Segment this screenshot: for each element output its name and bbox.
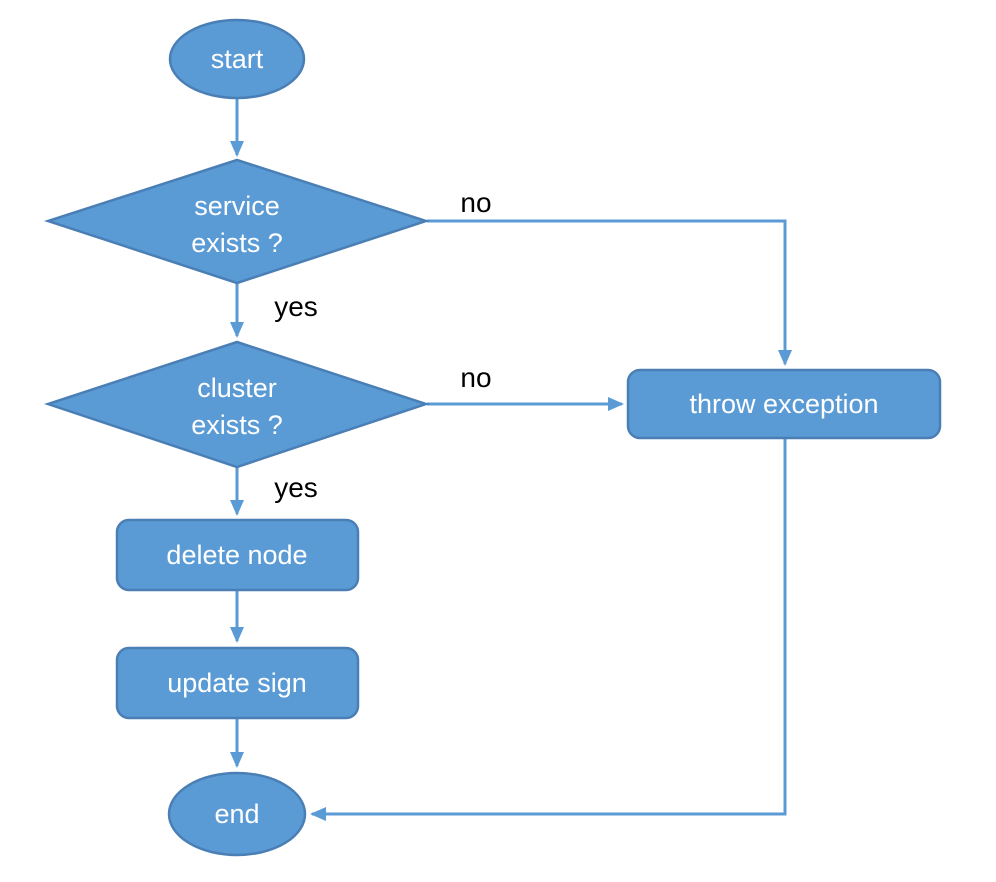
node-service-check-label-line1: service xyxy=(194,191,280,221)
cluster-check-diamond xyxy=(44,340,430,469)
node-end: end xyxy=(167,771,307,857)
edge-throw-exception-to-end xyxy=(310,439,787,821)
node-cluster-check: cluster exists ? xyxy=(44,340,430,469)
node-cluster-check-label-line2: exists ? xyxy=(191,410,283,440)
node-start: start xyxy=(168,18,306,100)
edge-label-no-cluster: no xyxy=(460,362,491,393)
node-cluster-check-label-line1: cluster xyxy=(197,373,277,403)
node-delete-node: delete node xyxy=(115,518,360,592)
throw-exception-rect xyxy=(626,368,942,440)
node-service-check: service exists ? xyxy=(43,158,431,285)
service-check-diamond xyxy=(43,158,431,285)
node-throw-exception: throw exception xyxy=(626,368,942,440)
delete-node-rect xyxy=(115,518,360,592)
node-delete-node-label: delete node xyxy=(166,540,307,570)
edge-label-yes-cluster: yes xyxy=(274,472,318,503)
update-sign-rect xyxy=(115,646,360,720)
edge-service-check-no-to-throw-exception xyxy=(427,219,792,366)
edge-label-yes-service: yes xyxy=(274,291,318,322)
node-start-label: start xyxy=(211,44,264,74)
node-throw-exception-label: throw exception xyxy=(689,389,878,419)
end-ellipse xyxy=(167,771,307,857)
start-ellipse xyxy=(168,18,306,100)
edge-label-no-service: no xyxy=(460,187,491,218)
node-update-sign-label: update sign xyxy=(167,668,307,698)
node-end-label: end xyxy=(214,799,259,829)
node-service-check-label-line2: exists ? xyxy=(191,228,283,258)
node-update-sign: update sign xyxy=(115,646,360,720)
